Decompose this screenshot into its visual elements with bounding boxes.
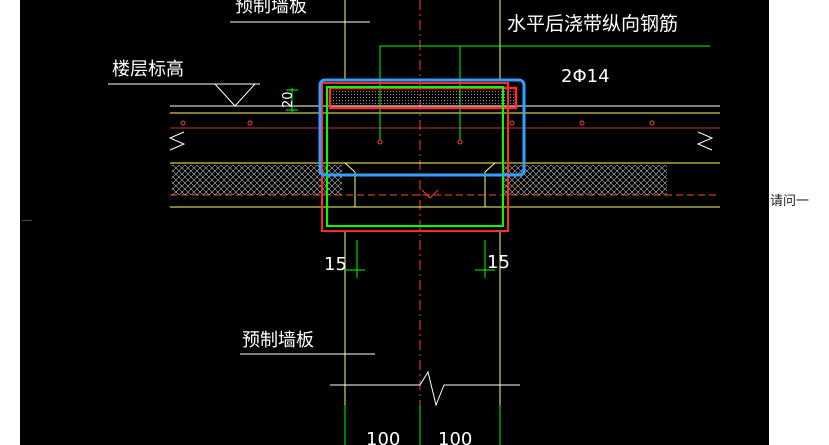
dim-20-lines [286,88,298,112]
edge-tick-mark [22,220,32,221]
blue-selection-box [318,78,526,177]
label-rebar-spec: 2Φ14 [561,66,610,87]
label-rebar-title: 水平后浇带纵向钢筋 [507,13,678,35]
label-floor-elevation: 楼层标高 [112,59,184,80]
dim-100-right-text: 100 [438,429,472,445]
cad-drawing-svg: 预制墙板 水平后浇带纵向钢筋 楼层标高 2Φ14 20 15 15 预制墙板 1… [108,0,720,445]
floor-elevation-marker [108,83,260,107]
wall-vertical-lines [344,0,501,445]
dim-15-left-text: 15 [324,254,347,275]
dim-20-text: 20 [281,91,296,108]
cad-drawing-canvas[interactable]: 预制墙板 水平后浇带纵向钢筋 楼层标高 2Φ14 20 15 15 预制墙板 1… [20,0,769,445]
side-note-text: 请问一 [770,194,810,209]
green-selection-box [326,86,504,227]
dim-100-lines [344,405,501,445]
slab-rebar-dots [180,120,655,126]
dim-15-right-text: 15 [487,252,510,273]
insulation-hatch [172,165,667,195]
label-top-wall: 预制墙板 [235,0,307,17]
label-bottom-wall: 预制墙板 [242,330,314,351]
post-cast-top-strip [332,90,517,106]
dim-15-lines [345,240,495,278]
bottom-break-line [330,370,520,407]
post-cast-rebar-dots [377,139,463,145]
red-selection-box [321,82,509,232]
dim-100-left-text: 100 [366,429,400,445]
wall-joint-chamfers [325,162,515,207]
